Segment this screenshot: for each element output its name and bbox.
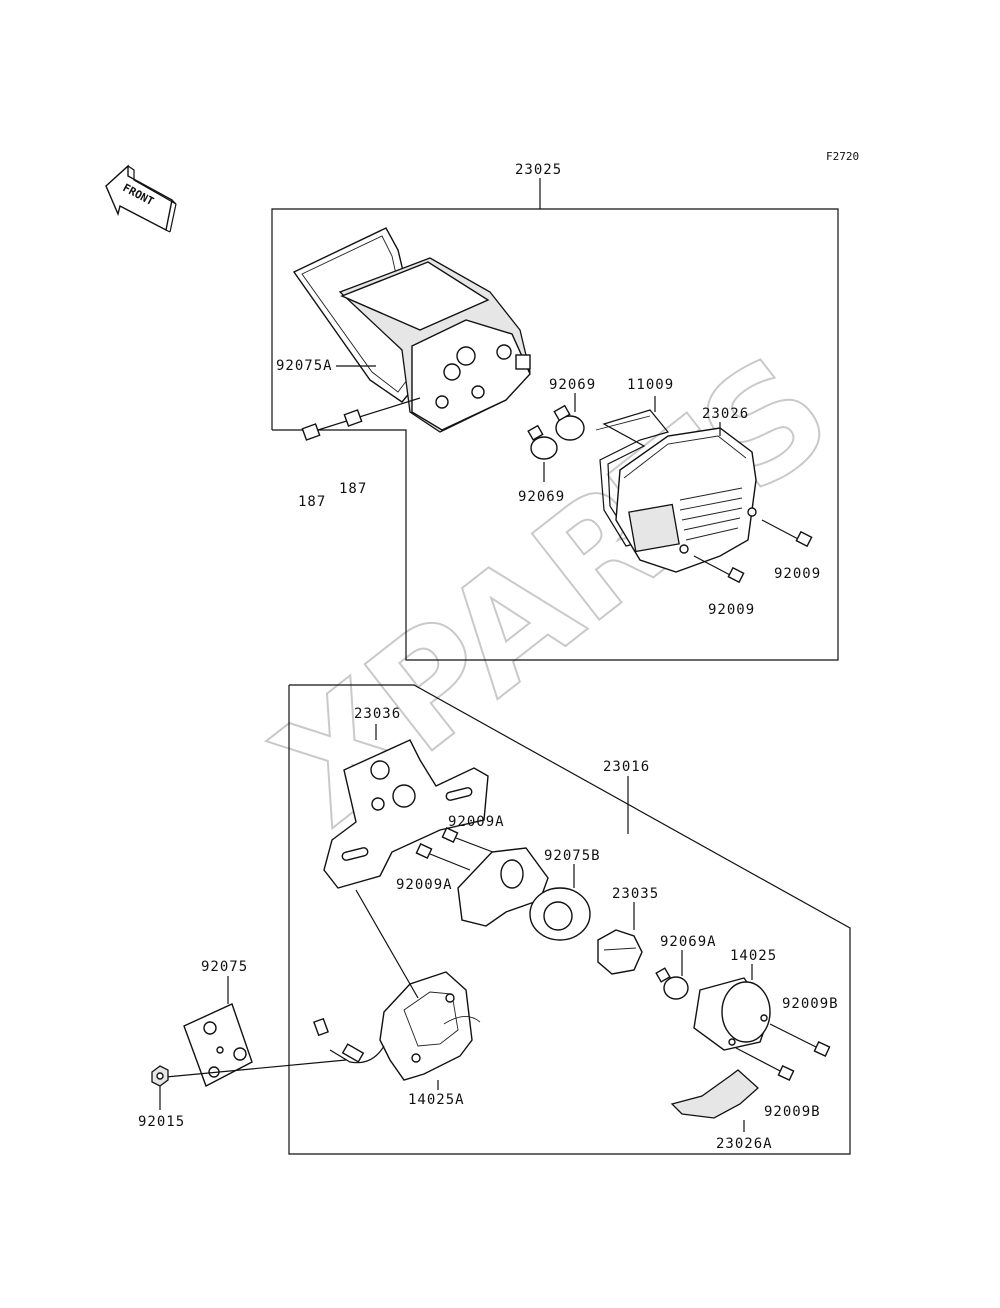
callout-92015: 92015: [138, 1114, 185, 1130]
callout-92009B-right: 92009B: [782, 996, 839, 1012]
figure-code: F2720: [826, 150, 859, 163]
taillight-housing: [338, 257, 531, 433]
lamp-housing: [615, 427, 757, 573]
leader-bracket-to-body: [355, 889, 419, 999]
screw-upper-a: [441, 827, 499, 855]
callout-23036: 23036: [354, 706, 401, 722]
watermark: XPARTS: [244, 322, 863, 859]
screw-right: [761, 519, 813, 548]
callout-92075A: 92075A: [276, 358, 333, 374]
callout-23026: 23026: [702, 406, 749, 422]
callout-92069A: 92069A: [660, 934, 717, 950]
lamp-wire: [329, 1045, 385, 1064]
bulb: [655, 967, 689, 1000]
lens: [693, 977, 771, 1051]
callout-187-right: 187: [339, 481, 367, 497]
bulb-lower: [527, 424, 558, 460]
callout-92009-right: 92009: [774, 566, 821, 582]
lower-assembly-frame: [288, 684, 851, 1155]
screw-right-b: [769, 1023, 831, 1057]
cover: [670, 1069, 759, 1119]
callout-14025: 14025: [730, 948, 777, 964]
callout-92075: 92075: [201, 959, 248, 975]
callout-92009A-upper: 92009A: [448, 814, 505, 830]
bulb-upper: [553, 404, 585, 441]
screw-lower-a: [415, 843, 471, 871]
front-arrow-icon: FRONT: [105, 164, 177, 233]
lamp-body: [379, 971, 481, 1081]
callout-92069-top: 92069: [549, 377, 596, 393]
callout-23035: 23035: [612, 886, 659, 902]
license-plate: [183, 1003, 253, 1087]
callout-92069-bottom: 92069: [518, 489, 565, 505]
callout-23016: 23016: [603, 759, 650, 775]
screw-bottom: [693, 555, 745, 584]
upper-assembly-frame: [271, 208, 839, 661]
nut-left: [301, 397, 421, 441]
socket-gasket: [529, 887, 591, 941]
callout-92075B: 92075B: [544, 848, 601, 864]
callout-92009B-bottom: 92009B: [764, 1104, 821, 1120]
upper-assembly: 23025 92075A 92069: [271, 162, 839, 661]
callout-92009-bottom: 92009: [708, 602, 755, 618]
callout-187-left: 187: [298, 494, 326, 510]
screw-bottom-b: [735, 1047, 795, 1081]
wire-bracket: [595, 409, 670, 547]
nut: [151, 1065, 169, 1087]
socket: [597, 929, 643, 975]
callout-11009: 11009: [627, 377, 674, 393]
plate-bracket: [323, 739, 489, 889]
callout-23025: 23025: [515, 162, 562, 178]
svg-text:XPARTS: XPARTS: [245, 323, 862, 858]
callout-14025A: 14025A: [408, 1092, 465, 1108]
leader-plate: [165, 1059, 347, 1078]
nut-right: [343, 409, 363, 427]
callout-23026A: 23026A: [716, 1136, 773, 1152]
callout-92009A-lower: 92009A: [396, 877, 453, 893]
lower-assembly: 23016 23036 92009A 92009A: [138, 684, 851, 1155]
